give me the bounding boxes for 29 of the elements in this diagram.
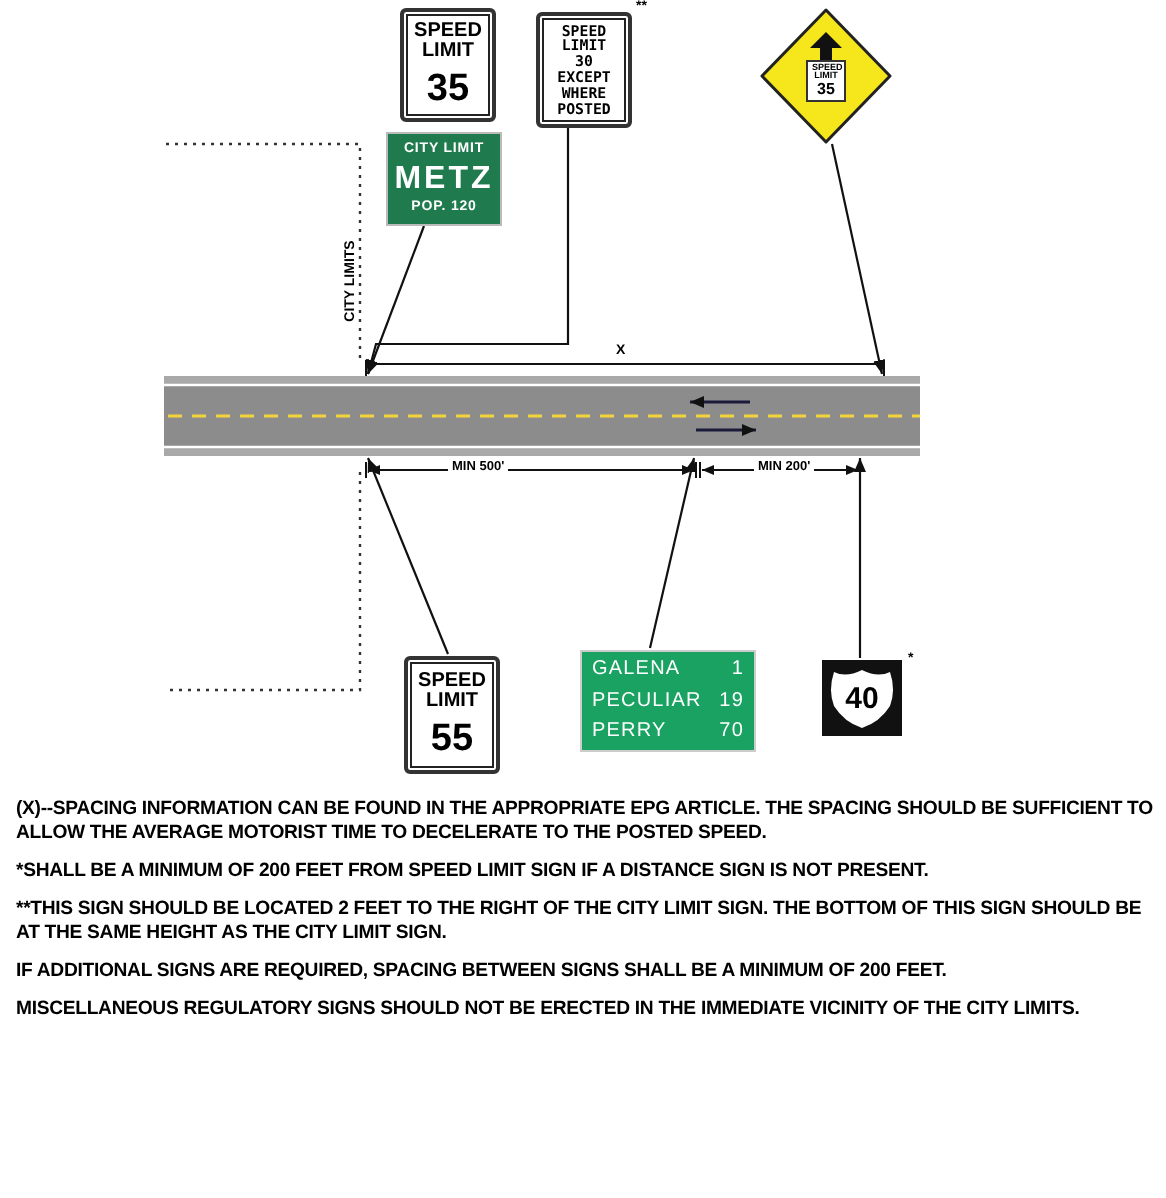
destination-row-text: PERRY 70 — [592, 718, 744, 747]
speed-number: 35 — [817, 81, 835, 97]
destination-row-text: GALENA 1 — [592, 656, 744, 685]
leader-arrow — [830, 143, 885, 375]
leader-arrow — [648, 457, 697, 649]
distance-sign — [580, 650, 756, 752]
note-text: (X)--SPACING INFORMATION CAN BE FOUND IN THE APPROPRIATE EPG ARTICLE. THE SPACING SHOULD BE SUFFICIENT TO ALLOW THE AVERAGE MOTORIST TIME TO DECELERATE TO THE POSTED SPEED. — [16, 798, 1155, 846]
leader-arrow — [365, 128, 570, 375]
route-shield — [822, 660, 902, 736]
note-text: *SHALL BE A MINIMUM OF 200 FEET FROM SPEED LIMIT SIGN IF A DISTANCE SIGN IS NOT PRESENT. — [16, 860, 931, 884]
road — [164, 376, 920, 456]
warning-sign — [760, 8, 892, 144]
route-number: 40 — [845, 683, 879, 713]
city-name: METZ — [394, 159, 494, 199]
note-text: IF ADDITIONAL SIGNS ARE REQUIRED, SPACING BETWEEN SIGNS SHALL BE A MINIMUM OF 200 FEET. — [16, 960, 949, 984]
city-limit-sign — [386, 132, 502, 226]
speed-limit-sign — [400, 8, 496, 122]
sign-text: SPEED LIMIT — [412, 21, 484, 64]
speed-number: 35 — [426, 69, 470, 109]
note-text: **THIS SIGN SHOULD BE LOCATED 2 FEET TO THE RIGHT OF THE CITY LIMIT SIGN. THE BOTTOM OF THIS SIGN SHOULD BE AT THE SAME HEIGHT AS THE CITY LIMIT SIGN. — [16, 898, 1144, 946]
leader-arrow — [854, 458, 866, 658]
destination-row-text: PECULIAR 19 — [592, 687, 744, 716]
speed-limit-sign — [404, 656, 500, 774]
leader-arrow — [366, 225, 426, 375]
speed-limit-sign — [536, 12, 632, 128]
sign-text: SPEED LIMIT — [416, 671, 488, 714]
note-text: MISCELLANEOUS REGULATORY SIGNS SHOULD NOT BE ERECTED IN THE IMMEDIATE VICINITY OF THE CITY LIMITS. — [16, 998, 1082, 1022]
speed-number: 55 — [430, 719, 474, 759]
leader-arrow — [367, 457, 449, 655]
